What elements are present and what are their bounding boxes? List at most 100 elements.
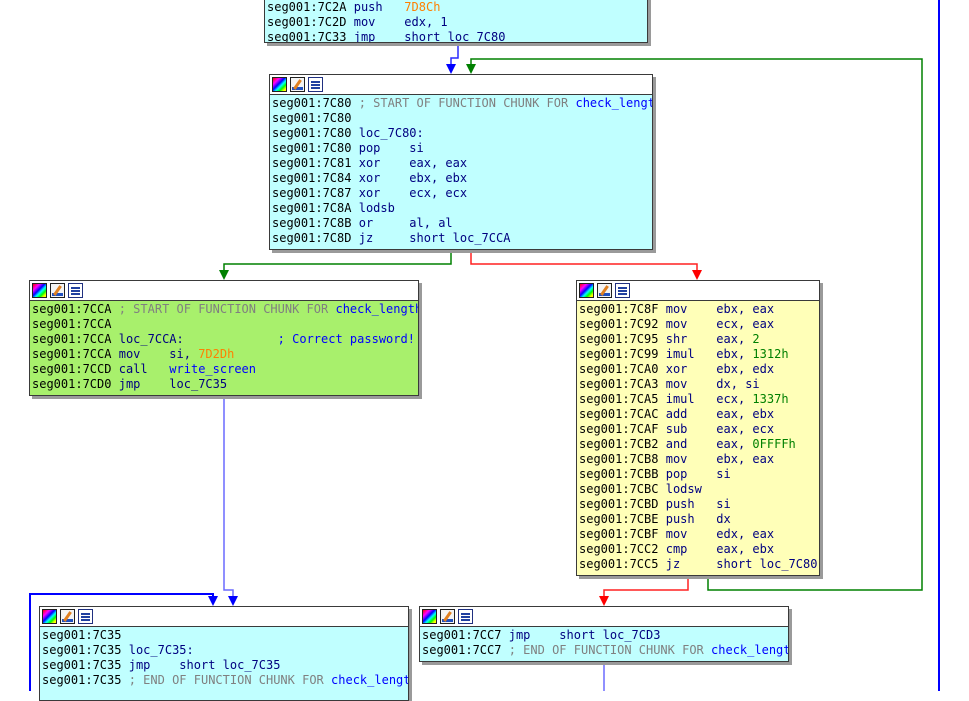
- disasm-line[interactable]: seg001:7CBB pop si: [579, 467, 819, 482]
- operand[interactable]: dx: [716, 512, 731, 526]
- operand[interactable]: short loc_7C80: [716, 557, 818, 571]
- disasm-line[interactable]: seg001:7CCA ; START OF FUNCTION CHUNK FO…: [32, 302, 418, 317]
- disasm-line[interactable]: seg001:7C84 xor ebx, ebx: [272, 171, 652, 186]
- disasm-line[interactable]: seg001:7C99 imul ebx, 1312h: [579, 347, 819, 362]
- disasm-line[interactable]: seg001:7CB2 and eax, 0FFFFh: [579, 437, 819, 452]
- operand[interactable]: short loc_7C35: [179, 658, 281, 672]
- disasm-line[interactable]: seg001:7C95 shr eax, 2: [579, 332, 819, 347]
- disasm-line[interactable]: seg001:7CB8 mov ebx, eax: [579, 452, 819, 467]
- operand[interactable]: loc_7C35: [169, 377, 228, 391]
- disasm-line[interactable]: seg001:7CCA loc_7CCA: ; Correct password…: [32, 332, 418, 347]
- disasm-line[interactable]: seg001:7CAC add eax, ebx: [579, 407, 819, 422]
- operand[interactable]: al, al: [409, 216, 453, 230]
- operand[interactable]: eax,: [716, 332, 753, 346]
- disasm-line[interactable]: seg001:7C87 xor ecx, ecx: [272, 186, 652, 201]
- operand[interactable]: eax, ecx: [716, 422, 775, 436]
- rename-pencil-icon[interactable]: [597, 283, 612, 298]
- disasm-line[interactable]: seg001:7CBC lodsw: [579, 482, 819, 497]
- operand[interactable]: short loc_7CCA: [409, 231, 511, 245]
- disasm-line[interactable]: seg001:7C35 loc_7C35:: [42, 643, 408, 658]
- disasm-line[interactable]: seg001:7C8D jz short loc_7CCA: [272, 231, 652, 246]
- rename-pencil-icon[interactable]: [440, 609, 455, 624]
- function-symbol[interactable]: check_length: [335, 302, 419, 316]
- color-palette-icon[interactable]: [272, 77, 287, 92]
- function-symbol[interactable]: check_length: [575, 96, 652, 110]
- operand[interactable]: short loc_7CD3: [559, 628, 661, 642]
- operand[interactable]: edx, eax: [716, 527, 775, 541]
- operand[interactable]: edx, 1: [404, 15, 448, 29]
- xref-list-icon[interactable]: [615, 283, 630, 298]
- operand-symbol[interactable]: write_screen: [169, 362, 256, 376]
- operand[interactable]: ebx, eax: [716, 452, 775, 466]
- disasm-line[interactable]: seg001:7CAF sub eax, ecx: [579, 422, 819, 437]
- operand-immediate[interactable]: 2: [752, 332, 760, 346]
- disasm-line[interactable]: seg001:7CCA: [32, 317, 418, 332]
- node-loop-7C80[interactable]: seg001:7C80 ; START OF FUNCTION CHUNK FO…: [269, 74, 653, 250]
- operand[interactable]: eax, eax: [409, 156, 468, 170]
- disasm-line[interactable]: seg001:7C33 jmp short loc_7C80: [267, 30, 647, 43]
- operand-immediate[interactable]: 1312h: [752, 347, 789, 361]
- operand[interactable]: eax,: [716, 437, 753, 451]
- disasm-line[interactable]: seg001:7C92 mov ecx, eax: [579, 317, 819, 332]
- operand[interactable]: si: [716, 497, 731, 511]
- disasm-line[interactable]: seg001:7C8B or al, al: [272, 216, 652, 231]
- disasm-line[interactable]: seg001:7C81 xor eax, eax: [272, 156, 652, 171]
- disasm-line[interactable]: seg001:7C80 pop si: [272, 141, 652, 156]
- operand[interactable]: eax, ebx: [716, 407, 775, 421]
- operand[interactable]: ebx, edx: [716, 362, 775, 376]
- disasm-line[interactable]: seg001:7C80: [272, 111, 652, 126]
- disasm-line[interactable]: seg001:7C35 jmp short loc_7C35: [42, 658, 408, 673]
- operand[interactable]: ecx, eax: [716, 317, 775, 331]
- xref-list-icon[interactable]: [308, 77, 323, 92]
- node-loc-7CCA[interactable]: seg001:7CCA ; START OF FUNCTION CHUNK FO…: [29, 280, 419, 396]
- function-symbol[interactable]: check_length: [711, 643, 788, 657]
- xref-list-icon[interactable]: [78, 609, 93, 624]
- disasm-line[interactable]: seg001:7CC7 jmp short loc_7CD3: [422, 628, 788, 643]
- disasm-line[interactable]: seg001:7CA5 imul ecx, 1337h: [579, 392, 819, 407]
- disasm-line[interactable]: seg001:7CA0 xor ebx, edx: [579, 362, 819, 377]
- operand[interactable]: ebx, ebx: [409, 171, 468, 185]
- disasm-line[interactable]: seg001:7C8A lodsb: [272, 201, 652, 216]
- operand-immediate[interactable]: 1337h: [752, 392, 789, 406]
- operand[interactable]: si,: [169, 347, 199, 361]
- operand[interactable]: 7D8Ch: [404, 0, 441, 14]
- xref-list-icon[interactable]: [68, 283, 83, 298]
- disasm-line[interactable]: seg001:7C2A push 7D8Ch: [267, 0, 647, 15]
- operand[interactable]: ecx, ecx: [409, 186, 468, 200]
- color-palette-icon[interactable]: [422, 609, 437, 624]
- operand[interactable]: ebx, eax: [716, 302, 775, 316]
- function-symbol[interactable]: check_length: [331, 673, 408, 687]
- operand[interactable]: dx, si: [716, 377, 760, 391]
- disasm-line[interactable]: seg001:7CBF mov edx, eax: [579, 527, 819, 542]
- rename-pencil-icon[interactable]: [290, 77, 305, 92]
- disasm-line[interactable]: seg001:7CBE push dx: [579, 512, 819, 527]
- disasm-line[interactable]: seg001:7C35 ; END OF FUNCTION CHUNK FOR …: [42, 673, 408, 688]
- color-palette-icon[interactable]: [579, 283, 594, 298]
- disasm-line[interactable]: seg001:7CC7 ; END OF FUNCTION CHUNK FOR …: [422, 643, 788, 658]
- color-palette-icon[interactable]: [32, 283, 47, 298]
- disasm-line[interactable]: seg001:7C8F mov ebx, eax: [579, 302, 819, 317]
- operand[interactable]: short loc_7C80: [404, 30, 506, 43]
- disasm-line[interactable]: seg001:7CA3 mov dx, si: [579, 377, 819, 392]
- disasm-line[interactable]: seg001:7C80 ; START OF FUNCTION CHUNK FO…: [272, 96, 652, 111]
- disasm-line[interactable]: seg001:7CBD push si: [579, 497, 819, 512]
- disasm-line[interactable]: seg001:7C35: [42, 628, 408, 643]
- operand[interactable]: eax, ebx: [716, 542, 775, 556]
- disasm-line[interactable]: seg001:7CCD call write_screen: [32, 362, 418, 377]
- disasm-line[interactable]: seg001:7CC5 jz short loc_7C80: [579, 557, 819, 572]
- color-palette-icon[interactable]: [42, 609, 57, 624]
- disasm-line[interactable]: seg001:7CC2 cmp eax, ebx: [579, 542, 819, 557]
- operand[interactable]: ebx,: [716, 347, 753, 361]
- operand[interactable]: ecx,: [716, 392, 753, 406]
- disasm-line[interactable]: seg001:7CD0 jmp loc_7C35: [32, 377, 418, 392]
- xref-list-icon[interactable]: [458, 609, 473, 624]
- rename-pencil-icon[interactable]: [60, 609, 75, 624]
- operand-immediate[interactable]: 0FFFFh: [752, 437, 796, 451]
- operand-address[interactable]: 7D2Dh: [198, 347, 235, 361]
- disasm-line[interactable]: seg001:7C2D mov edx, 1: [267, 15, 647, 30]
- rename-pencil-icon[interactable]: [50, 283, 65, 298]
- disasm-line[interactable]: seg001:7CCA mov si, 7D2Dh: [32, 347, 418, 362]
